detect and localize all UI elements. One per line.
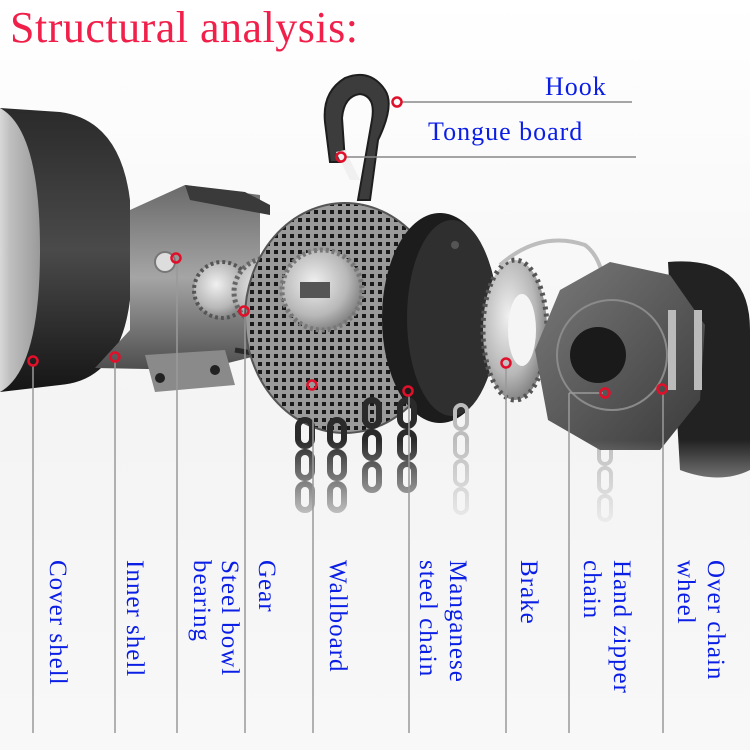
gear-marker-icon — [238, 305, 250, 317]
label-hand-zipper-chain: Hand zipper chain — [576, 560, 636, 694]
over-chain-wheel-marker-icon — [656, 383, 668, 395]
label-wallboard: Wallboard — [324, 560, 351, 673]
marker-dots — [27, 96, 668, 399]
wallboard-marker-icon — [306, 379, 318, 391]
label-steel-bowl-bearing: Steel bowl bearing — [185, 560, 243, 676]
label-steel-bowl-bearing-line2: bearing — [188, 560, 215, 642]
label-manganese-line2: steel chain — [414, 560, 441, 678]
label-gear: Gear — [253, 560, 280, 613]
label-hand-zipper-line2: chain — [578, 560, 605, 620]
manganese-chain-marker-icon — [402, 385, 414, 397]
label-manganese-line1: Manganese — [444, 560, 471, 683]
label-inner-shell: Inner shell — [121, 560, 148, 678]
tongue-board-marker-icon — [335, 151, 347, 163]
label-over-chain-wheel: Over chain wheel — [670, 560, 730, 680]
label-brake: Brake — [515, 560, 542, 625]
label-hook: Hook — [545, 72, 607, 101]
drum-part — [382, 213, 498, 423]
steel-bowl-bearing-marker-icon — [170, 252, 182, 264]
brake-part — [480, 257, 550, 403]
label-cover-shell: Cover shell — [44, 560, 71, 686]
hook-marker-icon — [391, 96, 403, 108]
cover-shell-marker-icon — [27, 355, 39, 367]
brake-marker-icon — [500, 357, 512, 369]
label-over-chain-line1: Over chain — [702, 560, 729, 681]
label-manganese-steel-chain: Manganese steel chain — [412, 560, 472, 683]
bottom-leader-lines — [32, 262, 664, 733]
label-hand-zipper-line1: Hand zipper — [608, 560, 635, 694]
cover-shell-part — [0, 108, 130, 392]
hook-part — [323, 74, 390, 201]
hand-zipper-chain-marker-icon — [599, 387, 611, 399]
label-over-chain-line2: wheel — [672, 560, 699, 625]
label-steel-bowl-bearing-line1: Steel bowl — [216, 560, 243, 677]
label-tongue-board: Tongue board — [428, 117, 584, 146]
inner-shell-marker-icon — [109, 351, 121, 363]
page-title: Structural analysis: — [10, 3, 359, 52]
